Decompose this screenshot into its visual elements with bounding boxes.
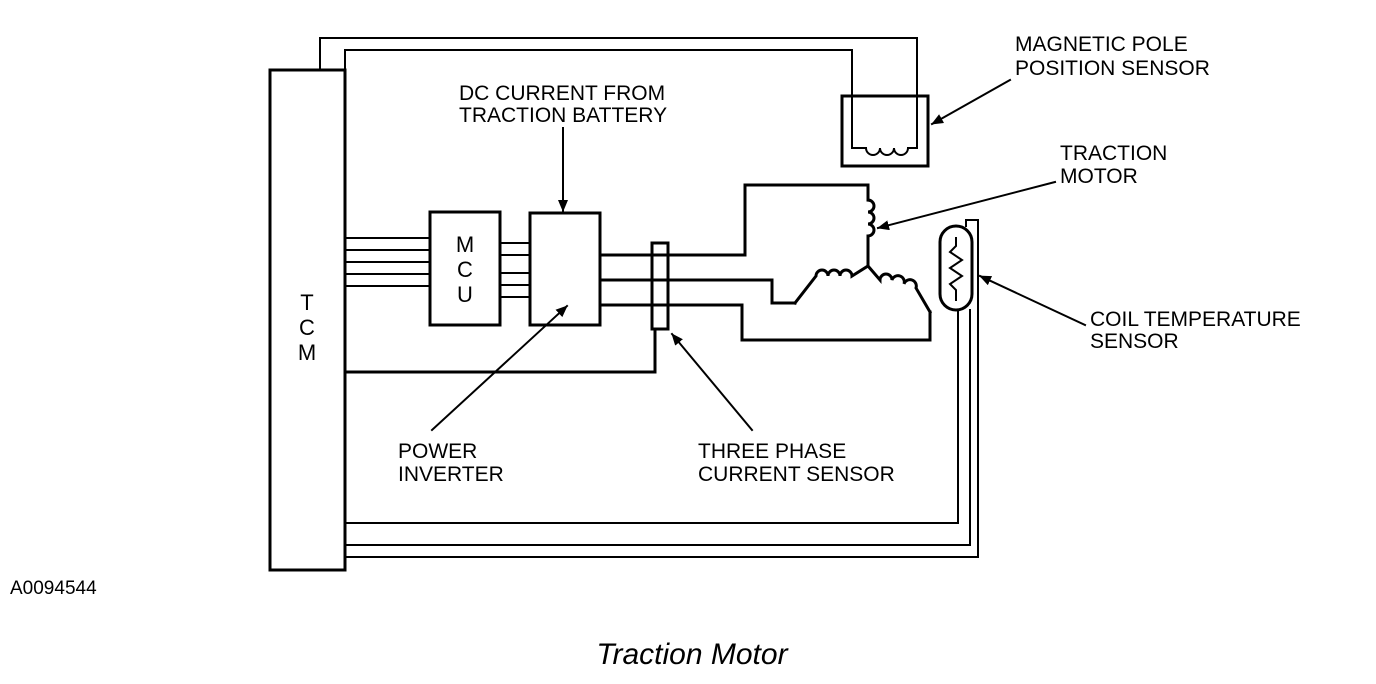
coil-sensor-wiring (344, 219, 979, 558)
traction-motor-arrow (876, 180, 1057, 231)
magnetic-pole-label-line1: MAGNETIC POLE (1015, 33, 1188, 56)
tcm-block: T C M (268, 68, 347, 572)
power-inverter-label-line1: POWER (398, 440, 477, 463)
diagram-caption: Traction Motor (596, 638, 788, 671)
magnetic-pole-label-line2: POSITION SENSOR (1015, 57, 1210, 80)
coil-temp-label-line2: SENSOR (1090, 330, 1179, 353)
mcu-letter-m: M (456, 232, 474, 257)
power-inverter-arrow (430, 304, 569, 432)
current-sensor-arrow (670, 332, 754, 432)
traction-motor-label-line2: MOTOR (1060, 165, 1138, 188)
tcm-mcu-wiring (344, 237, 431, 287)
pole-sensor-wiring (319, 37, 918, 97)
current-sensor-signal-wire (343, 327, 657, 374)
pole-sensor-arrow (930, 78, 1012, 126)
dc-current-label-line1: DC CURRENT FROM (459, 82, 665, 105)
three-phase-current-sensor (650, 241, 670, 331)
mcu-block: M C U (428, 210, 502, 327)
coil-sensor-arrow (978, 274, 1087, 327)
leader-arrows (430, 78, 1087, 432)
traction-motor-windings (792, 198, 933, 315)
tcm-letter-m: M (298, 340, 316, 365)
coil-temperature-sensor (938, 224, 974, 312)
power-inverter-label-line2: INVERTER (398, 463, 504, 486)
dc-current-label-line2: TRACTION BATTERY (459, 104, 667, 127)
current-sensor-label-line2: CURRENT SENSOR (698, 463, 895, 486)
traction-motor-label-line1: TRACTION (1060, 142, 1167, 165)
three-phase-wiring (598, 183, 932, 342)
current-sensor-label-line1: THREE PHASE (698, 440, 846, 463)
mcu-letter-c: C (457, 257, 473, 282)
figure-id: A0094544 (10, 578, 97, 599)
mcu-letter-u: U (457, 282, 473, 307)
tcm-letter-c: C (299, 315, 315, 340)
coil-temp-label-line1: COIL TEMPERATURE (1090, 308, 1301, 331)
tcm-letter-t: T (300, 290, 313, 315)
mcu-inverter-wiring (499, 242, 531, 298)
magnetic-pole-position-sensor (840, 94, 930, 168)
